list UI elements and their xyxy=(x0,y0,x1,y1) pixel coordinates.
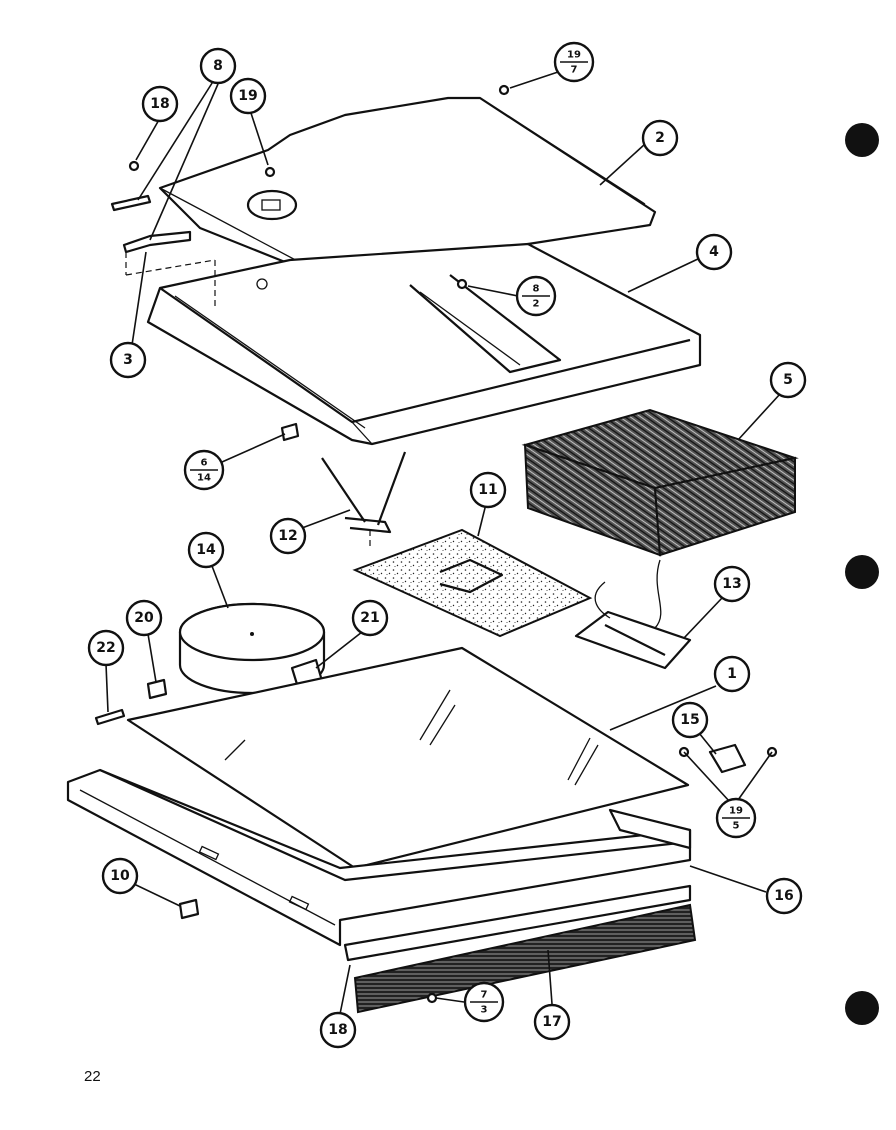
callout-19-upper: 19 xyxy=(229,77,267,115)
svg-text:22: 22 xyxy=(96,640,115,656)
page-number: 22 xyxy=(84,1068,101,1085)
callout-18-lower: 18 xyxy=(319,1011,357,1049)
callout-10: 10 xyxy=(101,857,139,895)
svg-text:7: 7 xyxy=(481,990,488,1001)
svg-text:8: 8 xyxy=(533,284,540,295)
part-hinge-bracket xyxy=(110,194,216,310)
svg-text:11: 11 xyxy=(478,482,497,498)
callout-17: 17 xyxy=(533,1003,571,1041)
callout-2: 2 xyxy=(641,119,679,157)
svg-text:4: 4 xyxy=(709,244,719,260)
svg-text:18: 18 xyxy=(150,96,169,112)
part-bracket-15 xyxy=(708,743,747,774)
svg-text:3: 3 xyxy=(123,352,133,368)
callout-8-over-2: 82 xyxy=(515,275,557,317)
svg-text:14: 14 xyxy=(197,473,211,484)
svg-text:13: 13 xyxy=(722,576,741,592)
callout-15: 15 xyxy=(671,701,709,739)
svg-text:2: 2 xyxy=(655,130,665,146)
svg-text:20: 20 xyxy=(134,610,154,626)
svg-text:16: 16 xyxy=(774,888,793,904)
callout-12: 12 xyxy=(269,517,307,555)
svg-text:1: 1 xyxy=(727,666,737,682)
part-bottom-frame xyxy=(66,768,692,947)
svg-text:10: 10 xyxy=(110,868,130,884)
part-inner-pan xyxy=(146,242,702,446)
callout-18-upper: 18 xyxy=(141,85,179,123)
callout-1: 1 xyxy=(713,655,751,693)
part-rod-22 xyxy=(94,708,126,726)
svg-text:7: 7 xyxy=(571,65,578,76)
svg-text:14: 14 xyxy=(196,542,216,558)
callout-4: 4 xyxy=(695,233,733,271)
registration-hole-middle xyxy=(845,555,879,589)
callout-14: 14 xyxy=(187,531,225,569)
callout-20: 20 xyxy=(125,599,163,637)
part-thermostat-plate xyxy=(574,559,692,670)
svg-text:19: 19 xyxy=(729,806,743,817)
svg-text:6: 6 xyxy=(201,458,208,469)
part-clip xyxy=(280,422,300,442)
part-insulation-block xyxy=(521,408,799,557)
part-glass-panel xyxy=(126,646,690,870)
callout-19-over-5: 195 xyxy=(715,797,757,839)
svg-text:21: 21 xyxy=(360,610,379,626)
callout-22: 22 xyxy=(87,629,125,667)
part-front-grille xyxy=(343,884,697,1014)
svg-text:15: 15 xyxy=(680,712,699,728)
part-knob-20 xyxy=(146,678,168,700)
part-perforated-pad xyxy=(352,528,593,638)
svg-text:17: 17 xyxy=(542,1014,561,1030)
svg-text:19: 19 xyxy=(238,88,257,104)
part-round-element xyxy=(178,602,326,695)
callout-19-over-7: 197 xyxy=(553,41,595,83)
callout-3: 3 xyxy=(109,341,147,379)
callout-7-over-3: 73 xyxy=(463,981,505,1023)
svg-text:18: 18 xyxy=(328,1022,347,1038)
callout-21: 21 xyxy=(351,599,389,637)
svg-text:5: 5 xyxy=(783,372,793,388)
svg-text:19: 19 xyxy=(567,50,581,61)
svg-text:8: 8 xyxy=(213,58,223,74)
callout-6-over-14: 614 xyxy=(183,449,225,491)
callout-5: 5 xyxy=(769,361,807,399)
svg-text:2: 2 xyxy=(533,299,540,310)
callout-13: 13 xyxy=(713,565,751,603)
svg-text:12: 12 xyxy=(278,528,297,544)
registration-hole-bottom xyxy=(845,991,879,1025)
leader-lines xyxy=(105,71,781,1015)
part-clip-10 xyxy=(178,898,200,920)
callout-8-upper: 8 xyxy=(199,47,237,85)
callout-11: 11 xyxy=(469,471,507,509)
svg-text:5: 5 xyxy=(733,821,740,832)
callout-16: 16 xyxy=(765,877,803,915)
part-support-rods xyxy=(321,451,407,548)
svg-text:3: 3 xyxy=(481,1005,488,1016)
registration-hole-top xyxy=(845,123,879,157)
